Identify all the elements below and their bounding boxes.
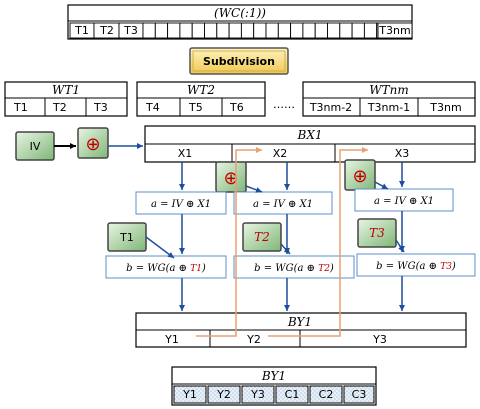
- wc-cell-t3nm: T3nm: [378, 24, 410, 37]
- wc-cell: [142, 22, 156, 39]
- blue-flow-arrows: [145, 162, 405, 311]
- wc-cell: [191, 22, 205, 39]
- wt1-cell-1: T1: [13, 101, 28, 114]
- xor-iv: ⊕: [77, 127, 109, 159]
- chain-y1-to-x2: [196, 147, 262, 337]
- wc-cell: [216, 22, 230, 39]
- arrow-t3-to-b3: [395, 239, 405, 253]
- iv-box: IV: [15, 131, 55, 161]
- wt2-block: WT2 T4 T5 T6: [136, 81, 266, 117]
- key-box-t3: T3: [357, 218, 397, 248]
- svg-text:b = WG(a ⊕ T2): b = WG(a ⊕ T2): [254, 263, 334, 274]
- xor-col3: ⊕: [344, 159, 376, 191]
- by1-cell-y2: Y2: [246, 333, 261, 346]
- wc-cell: [154, 22, 169, 39]
- arrow-xor2-to-a2: [245, 185, 263, 193]
- wc-cell: [377, 22, 413, 39]
- arrow-t1-to-b1: [145, 236, 175, 259]
- wc-block: (WC(:1)) T1 T2 T3 T3nm: [67, 4, 413, 40]
- wc-cell: [179, 22, 193, 39]
- svg-text:T1: T1: [119, 231, 134, 244]
- svg-text:T2: T2: [254, 230, 270, 244]
- by1-final-y3: Y3: [250, 388, 265, 401]
- wt1-cell-3: T3: [93, 101, 108, 114]
- subdivision-box: Subdivision: [189, 47, 289, 75]
- wc-cell: [240, 22, 255, 39]
- xor-iv-symbol: ⊕: [85, 134, 100, 155]
- by1-final-y1: Y1: [182, 388, 197, 401]
- wc-cell-t1: T1: [74, 24, 89, 37]
- wt2-title: WT2: [187, 83, 215, 97]
- bx1-cell-x1: X1: [178, 147, 193, 160]
- wt2-cell-1: T4: [145, 101, 160, 114]
- wt2-cell-3: T6: [229, 101, 244, 114]
- wc-cell: [302, 22, 316, 39]
- wc-cell: [363, 22, 378, 39]
- formula-b-1: b = WG(a ⊕ T1): [105, 255, 227, 279]
- by1-cell-y1: Y1: [164, 333, 179, 346]
- bx1-cell-x2: X2: [273, 147, 288, 160]
- bx1-cell-x3: X3: [395, 147, 410, 160]
- wt1-title: WT1: [52, 83, 80, 97]
- wt1-cell-2: T2: [52, 101, 67, 114]
- wtnm-cell-3: T3nm: [429, 101, 461, 114]
- xor-col3-symbol: ⊕: [352, 166, 367, 187]
- wc-cell-t3: T3: [123, 24, 138, 37]
- wc-cell: [228, 22, 242, 39]
- formula-a-3: a = IV ⊕ X1: [354, 188, 454, 212]
- wc-cell: [314, 22, 328, 39]
- key-box-t2: T2: [242, 222, 282, 252]
- wtnm-cell-1: T3nm-2: [309, 101, 352, 114]
- wt1-block: WT1 T1 T2 T3: [4, 81, 128, 117]
- wc-cell: [351, 22, 365, 39]
- wc-cell: [327, 22, 341, 39]
- by1-final-c3: C3: [352, 388, 367, 401]
- by1-final-c2: C2: [319, 388, 334, 401]
- arrow-xor3-to-a3: [374, 181, 389, 190]
- svg-text:a = IV ⊕ X1: a = IV ⊕ X1: [374, 196, 434, 207]
- wc-cell: [290, 22, 304, 39]
- key-box-t1: T1: [107, 222, 147, 252]
- wt2-cell-2: T5: [188, 101, 203, 114]
- wt-ellipsis: ……: [273, 98, 295, 111]
- xor-col2-symbol: ⊕: [223, 168, 238, 189]
- wc-cell: [339, 22, 353, 39]
- by1-final-title: BY1: [261, 369, 286, 383]
- formula-a-1: a = IV ⊕ X1: [135, 191, 227, 215]
- orange-chain-arrows: [196, 147, 368, 337]
- wc-cell: [204, 22, 218, 39]
- by1-title: BY1: [287, 315, 312, 329]
- svg-text:b = WG(a ⊕ T3): b = WG(a ⊕ T3): [376, 261, 456, 272]
- iv-label: IV: [30, 140, 41, 153]
- wtnm-block: WTnm T3nm-2 T3nm-1 T3nm: [302, 81, 476, 117]
- wc-cell: [253, 22, 267, 39]
- by1-final-block: BY1 Y1 Y2 Y3 C1 C2 C3: [171, 366, 377, 406]
- wc-title: (WC(:1)): [214, 6, 266, 20]
- svg-text:a = IV ⊕ X1: a = IV ⊕ X1: [253, 199, 313, 210]
- wc-cell: [167, 22, 181, 39]
- formula-b-2: b = WG(a ⊕ T2): [233, 255, 355, 279]
- by1-block: BY1 Y1 Y2 Y3: [135, 312, 467, 348]
- wc-cell: [265, 22, 279, 39]
- bx1-title: BX1: [297, 128, 323, 142]
- chain-y2-to-x3: [268, 147, 368, 337]
- formula-b-3: b = WG(a ⊕ T3): [356, 253, 476, 277]
- wtnm-title: WTnm: [369, 83, 408, 97]
- xor-col2: ⊕: [215, 161, 247, 193]
- by1-final-y2: Y2: [216, 388, 231, 401]
- svg-text:a = IV ⊕ X1: a = IV ⊕ X1: [151, 199, 211, 210]
- svg-text:b = WG(a ⊕ T1): b = WG(a ⊕ T1): [126, 263, 206, 274]
- by1-final-c1: C1: [285, 388, 300, 401]
- subdivision-label: Subdivision: [203, 55, 275, 68]
- svg-text:T3: T3: [369, 226, 385, 240]
- arrow-t2-to-b2: [280, 243, 291, 255]
- wc-cell-t2: T2: [99, 24, 114, 37]
- wc-cell: [277, 22, 292, 39]
- by1-cell-y3: Y3: [372, 333, 387, 346]
- wtnm-cell-2: T3nm-1: [367, 101, 410, 114]
- bx1-block: BX1 X1 X2 X3: [144, 125, 476, 163]
- formula-a-2: a = IV ⊕ X1: [233, 191, 333, 215]
